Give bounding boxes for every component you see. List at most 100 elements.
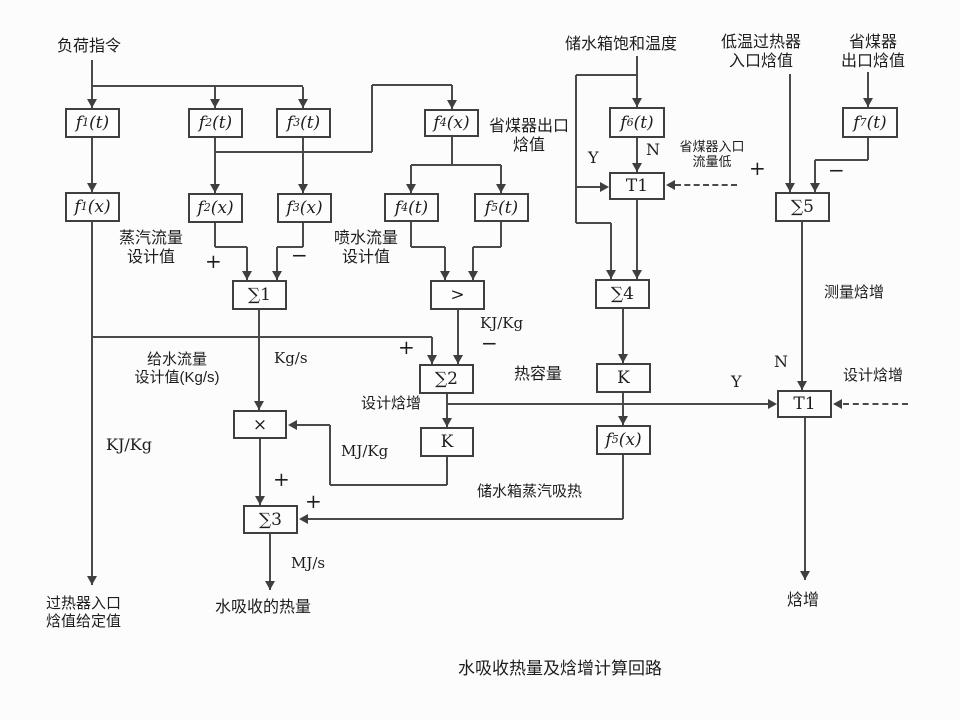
arrowhead [468,271,478,280]
block-sum4: ∑4 [595,279,650,309]
connector-line [576,222,611,224]
connector-line [500,165,502,193]
connector-line [410,221,412,247]
connector-line [276,247,278,280]
connector-line [215,151,372,153]
sign-sum2-minus: − [481,331,498,355]
label-unit-kgs: Kg/s [274,349,308,367]
connector-line [622,455,624,519]
arrowhead [453,355,463,364]
connector-line [214,87,216,108]
connector-line [329,425,331,485]
block-t1-output-switch: T1 [777,390,832,418]
sign-sum1-minus: − [291,243,308,267]
label-unit-mjkg: MJ/Kg [341,442,389,460]
sign-sum3-plus-right: + [305,489,322,513]
block-sum1: ∑1 [232,280,287,310]
connector-line [91,137,93,192]
arrowhead [442,418,452,427]
connector-line [214,137,216,193]
connector-line [447,403,768,405]
block-k-design: K [420,427,474,457]
connector-line [867,72,869,107]
connector-line [258,310,260,410]
connector-line [91,222,93,585]
connector-line [451,85,453,109]
arrowhead [254,401,264,410]
connector-line [215,246,247,248]
block-multiply: × [233,410,287,439]
sign-sum2-plus: + [398,335,415,359]
connector-line [801,222,803,390]
connector-line [371,85,373,152]
sign-t1b-no: N [774,352,788,371]
label-economizer-inlet-flow-low: 省煤器入口 流量低 [679,139,745,170]
connector-line [457,310,459,364]
block-t1-economizer-switch: T1 [609,172,665,200]
arrowhead [288,420,297,430]
connector-line [444,247,446,280]
sign-t1a-no: N [646,140,660,159]
connector-line [636,56,638,107]
label-superheater-inlet-setpoint: 过热器入口 焓值给定值 [46,595,122,630]
arrowhead [298,184,308,193]
block-sum2: ∑2 [419,364,474,394]
label-tank-steam-heat: 储水箱蒸汽吸热 [477,483,583,500]
connector-line [473,246,501,248]
diagram-title: 水吸收热量及焓增计算回路 [458,659,662,678]
connector-line [214,222,216,247]
arrowhead [632,270,642,279]
label-design-enthalpy-rise-right: 设计焓增 [843,367,904,384]
arrowhead [600,182,609,192]
connector-line [636,138,638,172]
arrowhead [632,163,642,172]
connector-line [297,424,330,426]
connector-line [246,247,248,280]
label-feedwater-flow-design: 给水流量 设计值(Kg/s) [134,351,220,386]
connector-line [610,223,612,279]
arrowhead [242,271,252,280]
label-enthalpy-rise: 焓增 [787,592,820,609]
connector-line [92,85,303,87]
arrowhead [632,98,642,107]
label-measured-enthalpy-rise: 测量焓增 [824,284,885,301]
label-load-command: 负荷指令 [57,38,122,55]
sign-t1a-yes: Y [588,148,599,167]
connector-line [814,160,816,192]
connector-line [576,74,637,76]
label-unit-kjkg-left: KJ/Kg [106,435,152,454]
connector-line [500,221,502,247]
arrowhead [863,98,873,107]
connector-line [431,337,433,364]
arrowhead [272,271,282,280]
block-greater-than: > [430,280,485,310]
arrowhead [666,180,675,190]
arrowhead [768,399,777,409]
connector-line [867,137,869,160]
connector-line [622,309,624,363]
connector-line [372,84,452,86]
connector-line [302,222,304,247]
block-k-heat-capacity: K [596,363,651,393]
connector-line-dashed [843,403,908,405]
arrowhead [810,183,820,192]
arrowhead [496,184,506,193]
connector-line-dashed [675,184,737,186]
arrowhead [406,184,416,193]
arrowhead [447,100,457,109]
sign-sum3-plus-top: + [273,467,290,491]
arrowhead [833,399,842,409]
label-tank-saturation-temp: 储水箱饱和温度 [565,36,678,53]
connector-line [804,418,806,580]
sign-t1b-yes: Y [731,372,742,391]
arrowhead [299,514,308,524]
